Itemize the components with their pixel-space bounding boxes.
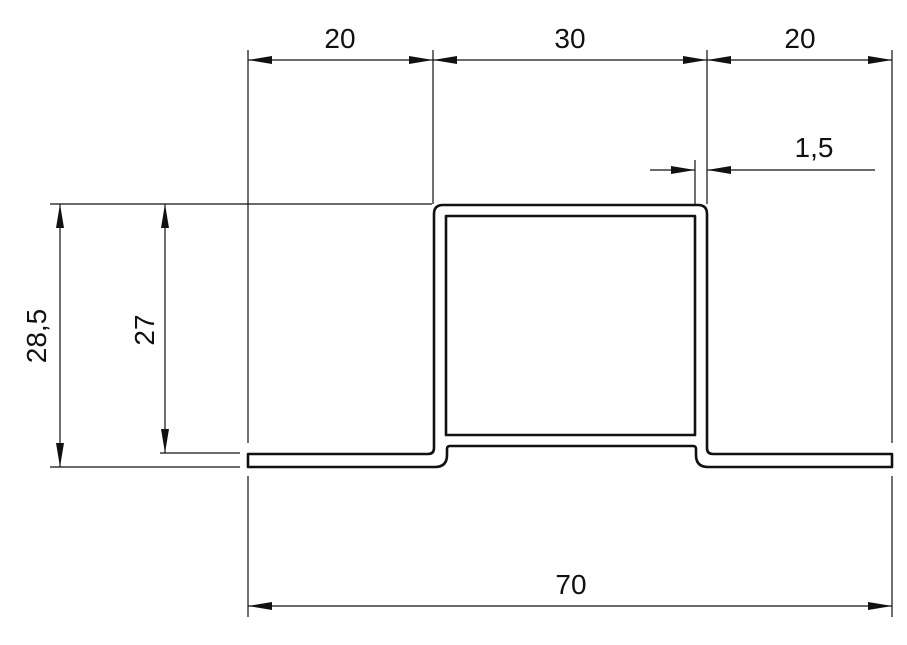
dimension-total-width-label: 70: [555, 569, 586, 600]
arrowhead: [161, 204, 169, 228]
dimension-top-right-label: 20: [784, 23, 815, 54]
arrowhead: [248, 602, 272, 610]
arrowhead: [56, 204, 64, 228]
arrowhead: [671, 166, 695, 174]
dimension-wall-thickness-label: 1,5: [795, 132, 834, 163]
arrowhead: [683, 56, 707, 64]
profile-outer-outline: [246, 203, 894, 469]
dimension-top-center-label: 30: [554, 23, 585, 54]
arrowhead: [248, 56, 272, 64]
dimension-outer-height-label: 28,5: [21, 309, 52, 364]
arrowhead: [868, 56, 892, 64]
profile-inner-outline: [444, 214, 697, 437]
arrowhead: [868, 602, 892, 610]
arrowhead: [707, 56, 731, 64]
arrowhead: [56, 443, 64, 467]
dimension-top-left-label: 20: [324, 23, 355, 54]
arrowhead: [433, 56, 457, 64]
dimension-inner-height-label: 27: [129, 314, 160, 345]
arrowhead: [161, 429, 169, 453]
arrowhead: [707, 166, 731, 174]
arrowhead: [409, 56, 433, 64]
